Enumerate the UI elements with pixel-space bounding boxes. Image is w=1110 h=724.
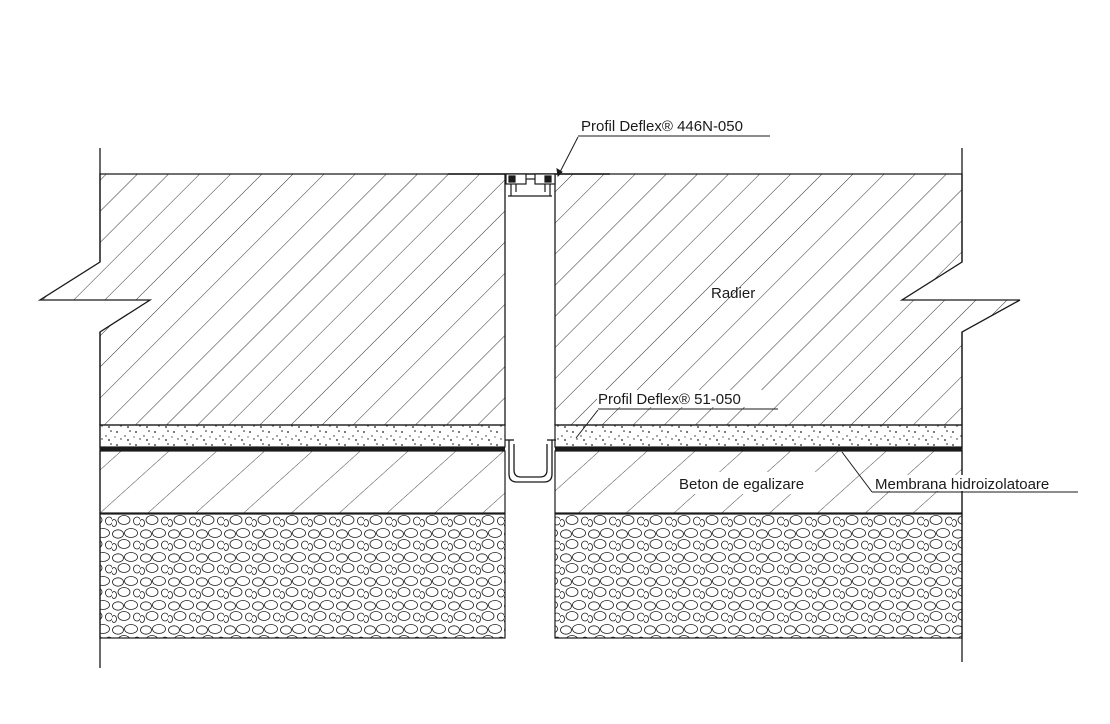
slab-right (554, 173, 1021, 426)
label-top-profile: Profil Deflex® 446N-050 (581, 118, 743, 135)
label-bottom-profile-bg (597, 390, 767, 407)
bottom-joint-profile (505, 439, 556, 483)
top-joint-profile (448, 173, 610, 197)
levelling-label-bg (676, 472, 826, 494)
label-slab: Radier (711, 285, 755, 302)
label-membrane-bg (873, 475, 1079, 491)
screed-left (99, 424, 506, 448)
screed-right (554, 424, 963, 448)
leader-lines (556, 135, 1078, 493)
gravel-right (554, 513, 963, 639)
label-bottom-profile: Profil Deflex® 51-050 (598, 391, 741, 408)
label-levelling-concrete: Beton de egalizare (679, 476, 804, 493)
levelling-left (99, 450, 506, 514)
gravel-left (99, 513, 506, 639)
slab-left (37, 173, 506, 426)
label-membrane: Membrana hidroizolatoare (875, 476, 1049, 493)
